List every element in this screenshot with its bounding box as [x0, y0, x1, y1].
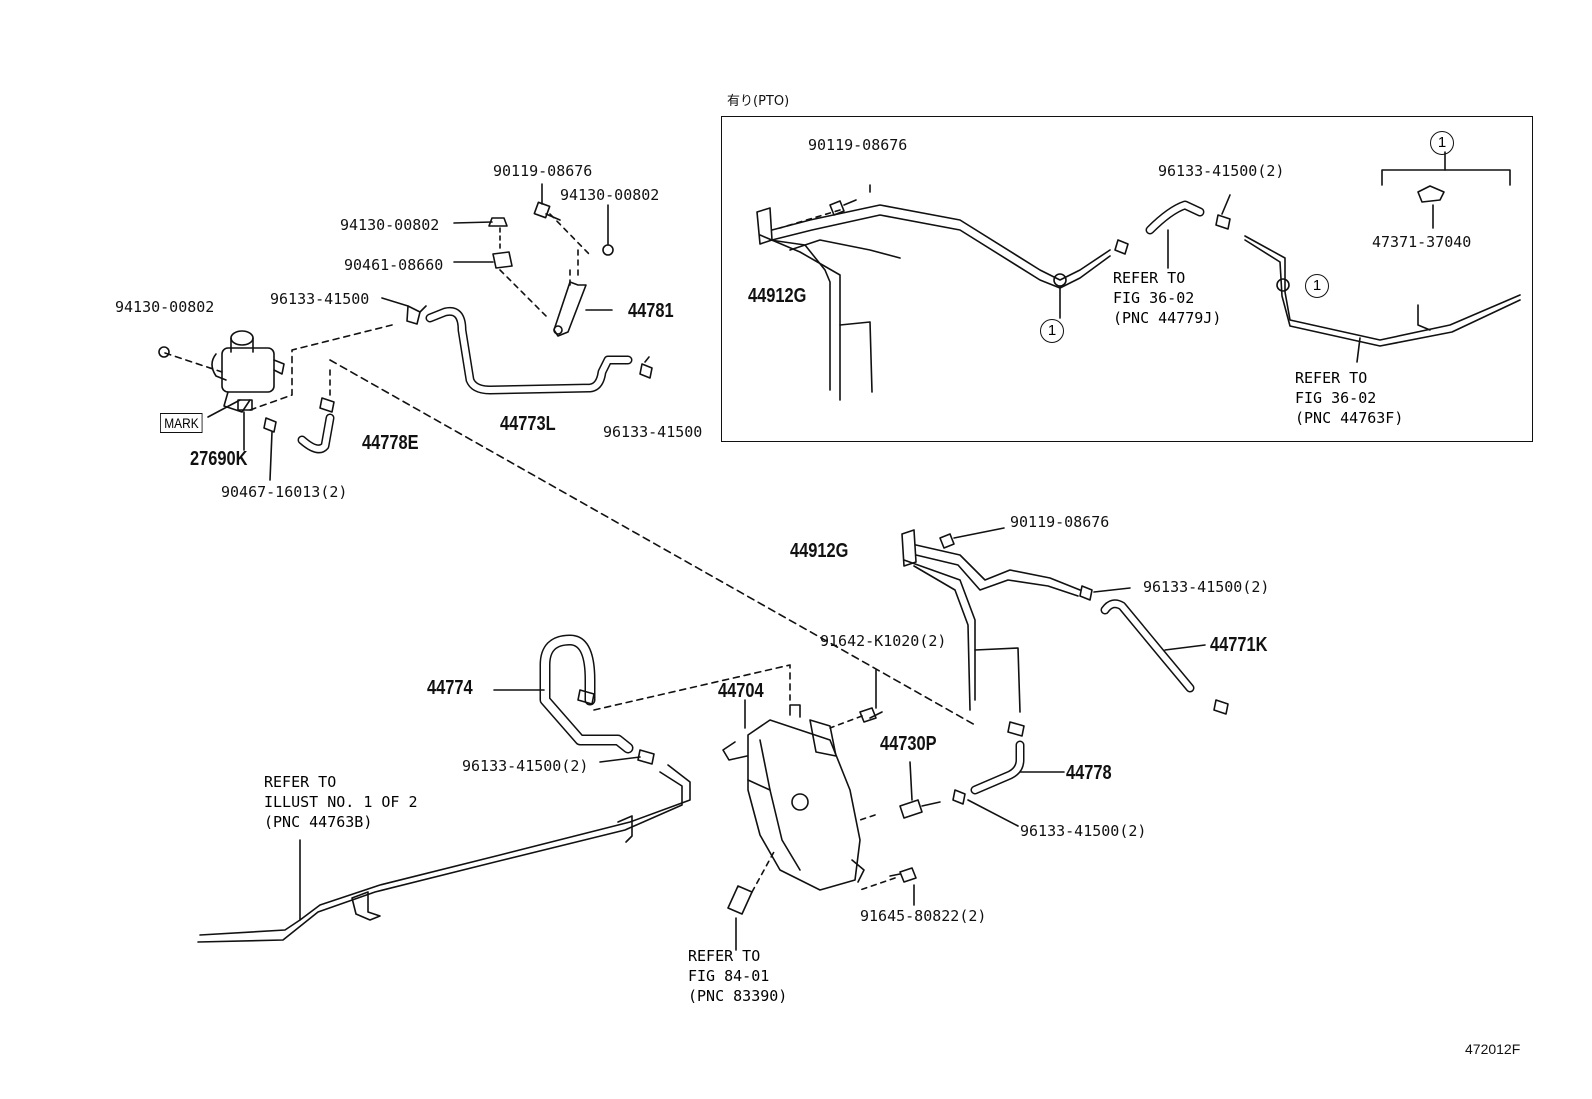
part-label: 44771K: [1210, 634, 1268, 656]
part-label: 94130-00802: [560, 186, 660, 204]
part-label: 96133-41500(2): [1143, 578, 1270, 596]
part-label: 44704: [718, 680, 764, 702]
part-label: 90119-08676: [808, 136, 908, 154]
callout-circle-1: 1: [1040, 319, 1064, 343]
part-label: 90119-08676: [1010, 513, 1110, 531]
mark-label: MARK: [160, 413, 203, 433]
hose-clamp: [1215, 214, 1231, 230]
part-label: 96133-41500(2): [1020, 822, 1147, 840]
refer-line: (PNC 44779J): [1113, 309, 1222, 327]
part-label: 91645-80822(2): [860, 907, 987, 925]
hose-clamp: [263, 417, 277, 433]
hose-clamp: [952, 789, 966, 805]
part-label: 96133-41500: [603, 423, 703, 441]
part-label: 91642-K1020(2): [820, 632, 947, 650]
part-label: 94130-00802: [115, 298, 215, 316]
canister: [722, 704, 865, 891]
refer-line: REFER TO: [264, 773, 337, 791]
vsv-valve: [211, 330, 285, 413]
refer-note: REFER TO FIG 36-02 (PNC 44763F): [1295, 368, 1403, 428]
part-label: 90467-16013(2): [221, 483, 348, 501]
part-label: 44773L: [500, 413, 556, 435]
refer-line: FIG 36-02: [1113, 289, 1195, 307]
callout-circle-1: 1: [1430, 131, 1454, 155]
refer-line: REFER TO: [1113, 269, 1186, 287]
part-label: 96133-41500(2): [462, 757, 589, 775]
hose-clamp: [577, 689, 595, 705]
refer-note: REFER TO ILLUST NO. 1 OF 2 (PNC 44763B): [264, 772, 418, 832]
refer-line: (PNC 44763B): [264, 813, 373, 831]
refer-line: (PNC 44763F): [1295, 409, 1404, 427]
hose-clamp: [1007, 721, 1025, 737]
hose-clamp: [1213, 699, 1229, 715]
refer-line: REFER TO: [1295, 369, 1368, 387]
hose-clamp: [1114, 239, 1129, 255]
part-label: 47371-37040: [1372, 233, 1472, 251]
part-label: 96133-41500: [270, 290, 370, 308]
hose-clamp: [319, 397, 335, 413]
pto-inset-box: [721, 116, 1533, 442]
refer-line: FIG 84-01: [688, 967, 770, 985]
part-label: 94130-00802: [340, 216, 440, 234]
hose-clamp: [639, 356, 653, 379]
refer-line: FIG 36-02: [1295, 389, 1377, 407]
part-label: 27690K: [190, 448, 248, 470]
refer-line: (PNC 83390): [688, 987, 788, 1005]
refer-line: REFER TO: [688, 947, 761, 965]
refer-line: ILLUST NO. 1 OF 2: [264, 793, 418, 811]
part-label: 44781: [628, 300, 674, 322]
refer-note: REFER TO FIG 84-01 (PNC 83390): [688, 946, 787, 1006]
part-label: 44778E: [362, 432, 419, 454]
part-label: 44912G: [790, 540, 849, 562]
part-label: 96133-41500(2): [1158, 162, 1285, 180]
part-label: 44774: [427, 677, 473, 699]
callout-circle-1: 1: [1305, 274, 1329, 298]
hose-clamp: [1079, 585, 1093, 601]
diagram-code: 472012F: [1465, 1041, 1521, 1057]
bolt: [533, 201, 561, 221]
part-label: 44912G: [748, 285, 807, 307]
part-label: 44730P: [880, 733, 937, 755]
pto-title: 有り(PTO): [727, 94, 790, 109]
refer-note: REFER TO FIG 36-02 (PNC 44779J): [1113, 268, 1221, 328]
part-label: 44778: [1066, 762, 1112, 784]
part-label: 90461-08660: [344, 256, 444, 274]
part-label: 90119-08676: [493, 162, 593, 180]
hose-clamp: [406, 305, 427, 325]
